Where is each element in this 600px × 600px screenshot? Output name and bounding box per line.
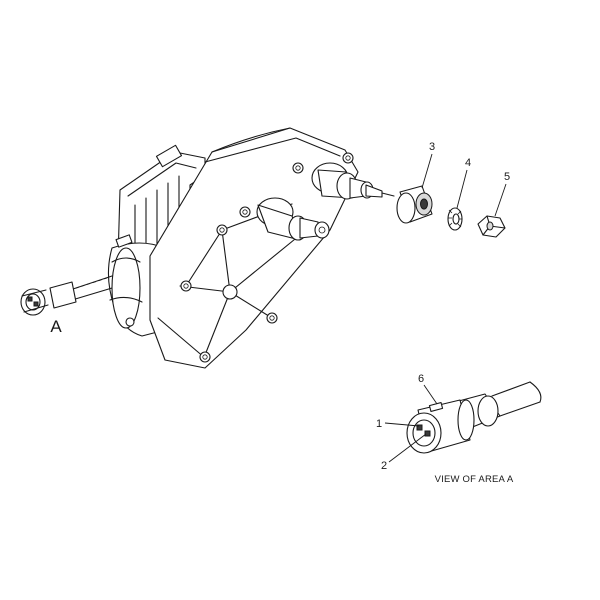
motor-assembly (107, 127, 395, 369)
callout-1: 1 (376, 418, 382, 430)
lockwasher-part-4 (447, 207, 463, 231)
callout-6: 6 (418, 373, 424, 385)
detail-view-area-a (406, 381, 542, 454)
callout-3: 3 (429, 141, 435, 153)
view-caption: VIEW OF AREA A (435, 474, 514, 485)
callout-5: 5 (504, 171, 510, 183)
spacer-part-3 (396, 185, 433, 224)
area-label-a: A (50, 317, 62, 336)
leader-lines (384, 153, 507, 463)
callout-4: 4 (465, 157, 471, 169)
wire-harness-connector (20, 275, 113, 316)
nut-part-5 (477, 215, 506, 238)
callout-2: 2 (381, 460, 387, 472)
